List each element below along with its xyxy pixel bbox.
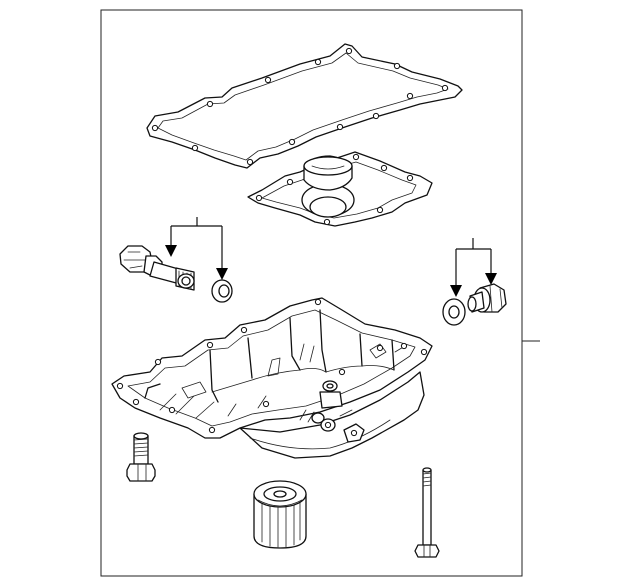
callout-left: [165, 217, 228, 280]
oil-pan: [111, 297, 433, 459]
diagram-frame: [100, 9, 523, 577]
oil-pan-gasket: [146, 43, 463, 169]
drain-plug-washer: [442, 298, 466, 326]
oil-pan-baffle: [247, 151, 433, 227]
callout-right: [450, 238, 497, 297]
oil-filter: [253, 480, 307, 549]
oil-pressure-sensor: [119, 245, 195, 291]
drain-plug: [467, 283, 507, 313]
sensor-seal-ring: [211, 279, 233, 303]
oil-pan-bolt: [126, 432, 156, 482]
stud-bolt: [414, 467, 440, 558]
